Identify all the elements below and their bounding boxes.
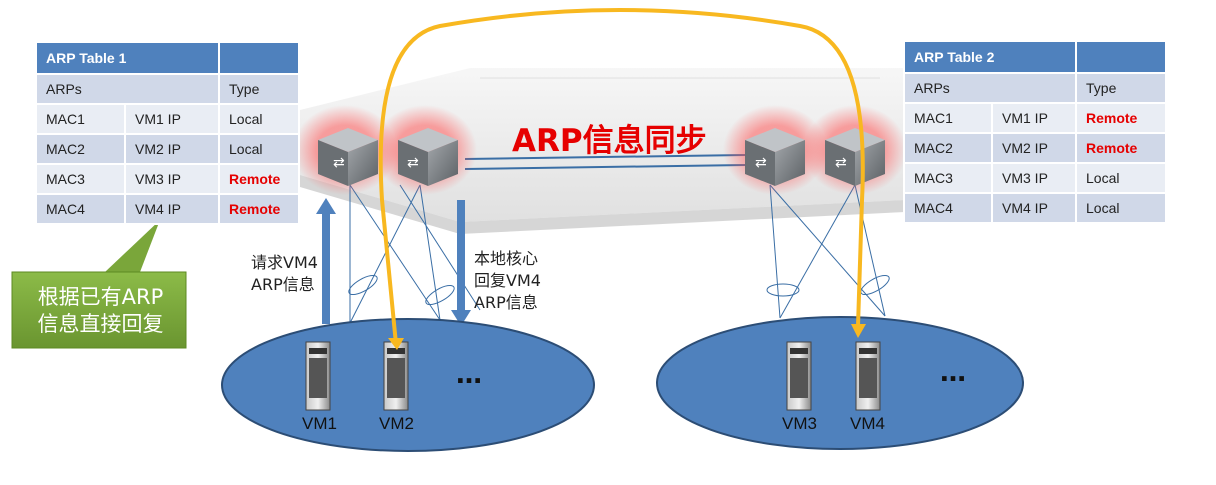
table-row: MAC4 VM4 IP Remote [35,193,300,225]
type-cell: Local [1075,192,1167,224]
type-cell: Remote [1075,132,1167,164]
vm4-label: VM4 [850,414,885,433]
reply-note: 本地核心 回复VM4 ARP信息 [474,248,541,314]
ip-cell: VM3 IP [991,162,1077,194]
column-header-arps: ARPs [903,72,1077,104]
migrate-label: 迁移 [590,444,618,460]
request-note-line-2: ARP信息 [251,275,315,294]
table-row: MAC3 VM3 IP Remote [35,163,300,195]
arp-sync-arrow [378,8,866,350]
right-vm-domain [656,316,1024,450]
reply-note-line-1: 本地核心 [474,249,539,268]
mac-cell: MAC2 [903,132,993,164]
type-cell: Local [218,133,300,165]
ip-cell: VM3 IP [124,163,220,195]
ip-cell: VM2 IP [991,132,1077,164]
table-header-blank [218,41,300,75]
request-note-line-1: 请求VM4 [251,253,318,272]
mac-cell: MAC2 [35,133,126,165]
arp-table-1: ARP Table 1 ARPs Type MAC1 VM1 IP Local … [35,41,300,225]
svg-text:⇄: ⇄ [835,155,847,171]
ip-cell: VM2 IP [124,133,220,165]
svg-text:⇄: ⇄ [333,155,345,171]
mac-cell: MAC1 [903,102,993,134]
switch-icon: ⇄ [745,128,805,186]
ip-cell: VM4 IP [991,192,1077,224]
server-icon [305,341,331,411]
mac-cell: MAC1 [35,103,126,135]
ip-cell: VM1 IP [124,103,220,135]
type-cell: Remote [218,193,300,225]
table-row: MAC2 VM2 IP Remote [903,132,1167,164]
table-row: MAC1 VM1 IP Local [35,103,300,135]
table-row: MAC4 VM4 IP Local [903,192,1167,224]
more-vms-left: … [456,360,482,390]
table-title: ARP Table 2 [903,40,1077,74]
type-cell: Local [1075,162,1167,194]
mac-cell: MAC3 [903,162,993,194]
mac-cell: MAC4 [903,192,993,224]
type-cell: Remote [218,163,300,195]
reply-note-line-2: 回复VM4 [474,271,541,290]
callout-bubble [11,220,187,349]
column-header-type: Type [218,73,300,105]
type-cell: Local [218,103,300,135]
type-cell: Remote [1075,102,1167,134]
inter-switch-link [464,154,746,170]
left-core-switches: ⇄ ⇄ [293,105,477,195]
request-arrow [316,198,336,324]
table-row: MAC1 VM1 IP Remote [903,102,1167,134]
reply-arrow [451,200,471,326]
table-title: ARP Table 1 [35,41,220,75]
vm3-label: VM3 [782,414,817,433]
callout-text: 根据已有ARP 信息直接回复 [18,284,183,338]
server-icon [855,341,881,411]
column-header-type: Type [1075,72,1167,104]
table-row: MAC3 VM3 IP Local [903,162,1167,194]
ip-cell: VM1 IP [991,102,1077,134]
reply-note-line-3: ARP信息 [474,293,538,312]
arp-table-2: ARP Table 2 ARPs Type MAC1 VM1 IP Remote… [903,40,1167,224]
switch-icon: ⇄ [825,128,885,186]
vm1-label: VM1 [302,414,337,433]
arp-sync-label: ARP信息同步 [512,123,707,159]
ip-cell: VM4 IP [124,193,220,225]
mac-cell: MAC3 [35,163,126,195]
server-icon [786,341,812,411]
switch-icon: ⇄ [398,128,458,186]
mac-cell: MAC4 [35,193,126,225]
table-header-blank [1075,40,1167,74]
request-note: 请求VM4 ARP信息 [251,252,318,296]
callout-line-2: 信息直接回复 [37,312,164,336]
svg-text:⇄: ⇄ [407,155,419,171]
vm2-label: VM2 [379,414,414,433]
column-header-arps: ARPs [35,73,220,105]
more-vms-right: … [940,358,966,388]
switch-icon: ⇄ [318,128,378,186]
server-icon [383,341,409,411]
callout-line-1: 根据已有ARP [37,285,164,309]
table-row: MAC2 VM2 IP Local [35,133,300,165]
svg-text:⇄: ⇄ [755,155,767,171]
